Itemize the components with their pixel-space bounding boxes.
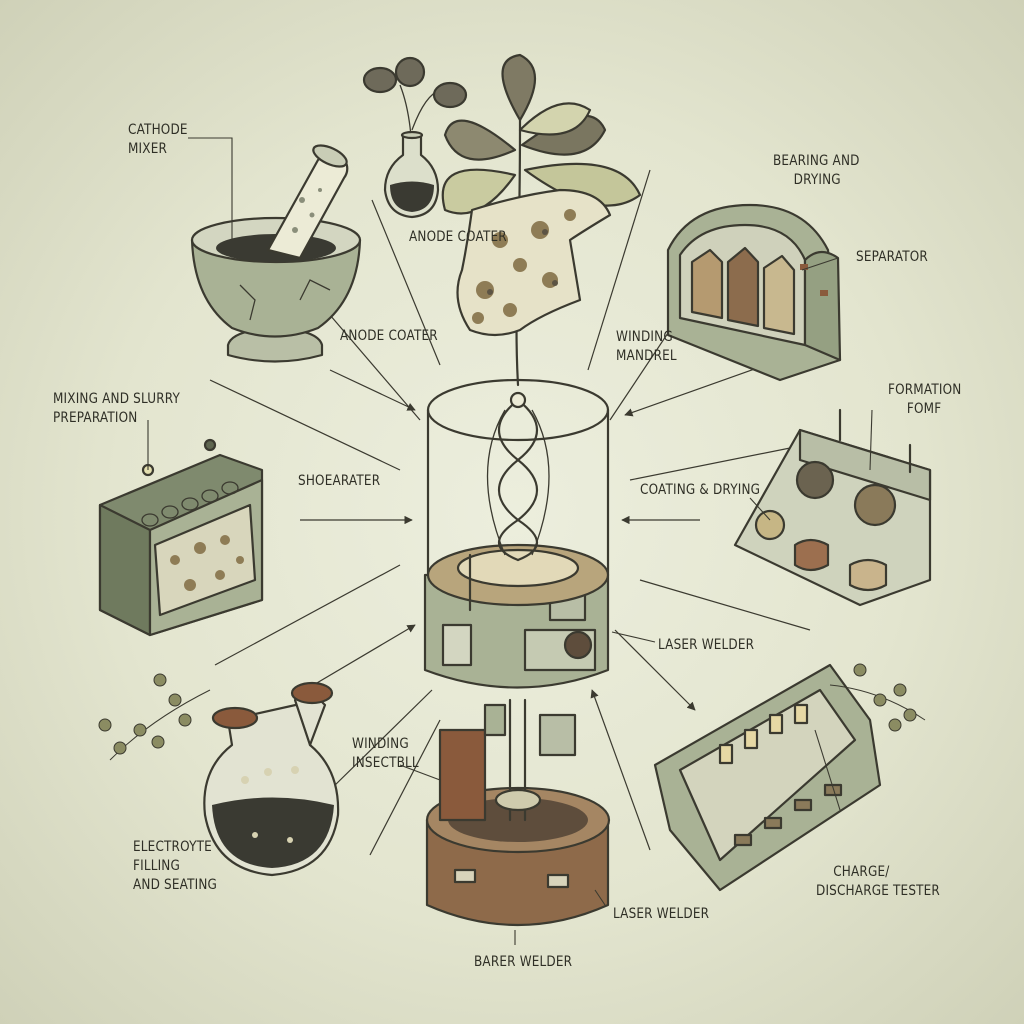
label-line: ANODE COATER (409, 229, 507, 245)
label-line: DRYING (793, 172, 841, 188)
label-leaders (147, 137, 873, 945)
label-line: BEARING AND (773, 153, 860, 169)
label-line: FOMF (906, 401, 942, 417)
label-formation: FORMATION FOMF (888, 381, 961, 419)
label-line: WINDING (616, 329, 673, 345)
label-line: MIXER (128, 141, 168, 157)
label-line: AND SEATING (133, 877, 218, 893)
label-electrolyte: ELECTROYTE FILLING AND SEATING (133, 838, 217, 895)
label-laser-welder-mid: LASER WELDER (658, 636, 754, 655)
label-winding-insectbll: WINDING INSECTBLL (352, 735, 419, 773)
label-line: LASER WELDER (658, 637, 755, 653)
charge-tester-icon (653, 663, 882, 892)
label-line: INSECTBLL (352, 755, 419, 771)
label-coating-drying: COATING & DRYING (640, 481, 760, 500)
berry-branch-icon (98, 663, 926, 761)
label-line: COATING & DRYING (640, 482, 761, 498)
label-line: ELECTROYTE (133, 839, 212, 855)
label-line: ANODE COATER (340, 328, 438, 344)
mortar-pestle-icon (190, 144, 362, 363)
label-mixing-slurry: MIXING AND SLURRY PREPARATION (53, 390, 180, 428)
drying-oven-icon (666, 203, 842, 382)
label-line: LASER WELDER (613, 906, 710, 922)
label-cathode-mixer: CATHODE MIXER (128, 121, 188, 159)
label-line: WINDING (352, 736, 409, 752)
label-winding-mandrel: WINDING MANDREL (616, 328, 677, 366)
label-separator: SEPARATOR (856, 248, 928, 267)
label-line: DISCHARGE TESTER (816, 883, 940, 899)
label-line: MIXING AND SLURRY (53, 391, 181, 407)
winding-assembly-icon (423, 378, 611, 927)
label-barer-welder: BARER WELDER (474, 953, 572, 972)
slurry-machine-icon (98, 438, 264, 637)
formation-rig-icon (733, 408, 932, 607)
label-line: BARER WELDER (474, 954, 573, 970)
label-anode-coater-top: ANODE COATER (409, 228, 507, 247)
label-charge-discharge: CHARGE/ DISCHARGE TESTER (816, 863, 940, 901)
label-anode-coater-mid: ANODE COATER (340, 327, 438, 346)
label-line: FILLING (133, 858, 180, 874)
label-line: CATHODE (128, 122, 188, 138)
label-line: MANDREL (616, 348, 677, 364)
label-line: PREPARATION (53, 410, 138, 426)
label-line: FORMATION (888, 382, 962, 398)
label-laser-welder-bottom: LASER WELDER (613, 905, 709, 924)
electrolyte-flask-icon (203, 681, 340, 877)
label-line: CHARGE/ (833, 864, 890, 880)
label-shoearater: SHOEARATER (298, 472, 380, 491)
label-bearing-drying: BEARING AND DRYING (773, 152, 860, 190)
label-line: SEPARATOR (856, 249, 928, 265)
sprout-flask-icon (362, 56, 468, 219)
plant-icon (441, 53, 642, 387)
label-line: SHOEARATER (298, 473, 381, 489)
